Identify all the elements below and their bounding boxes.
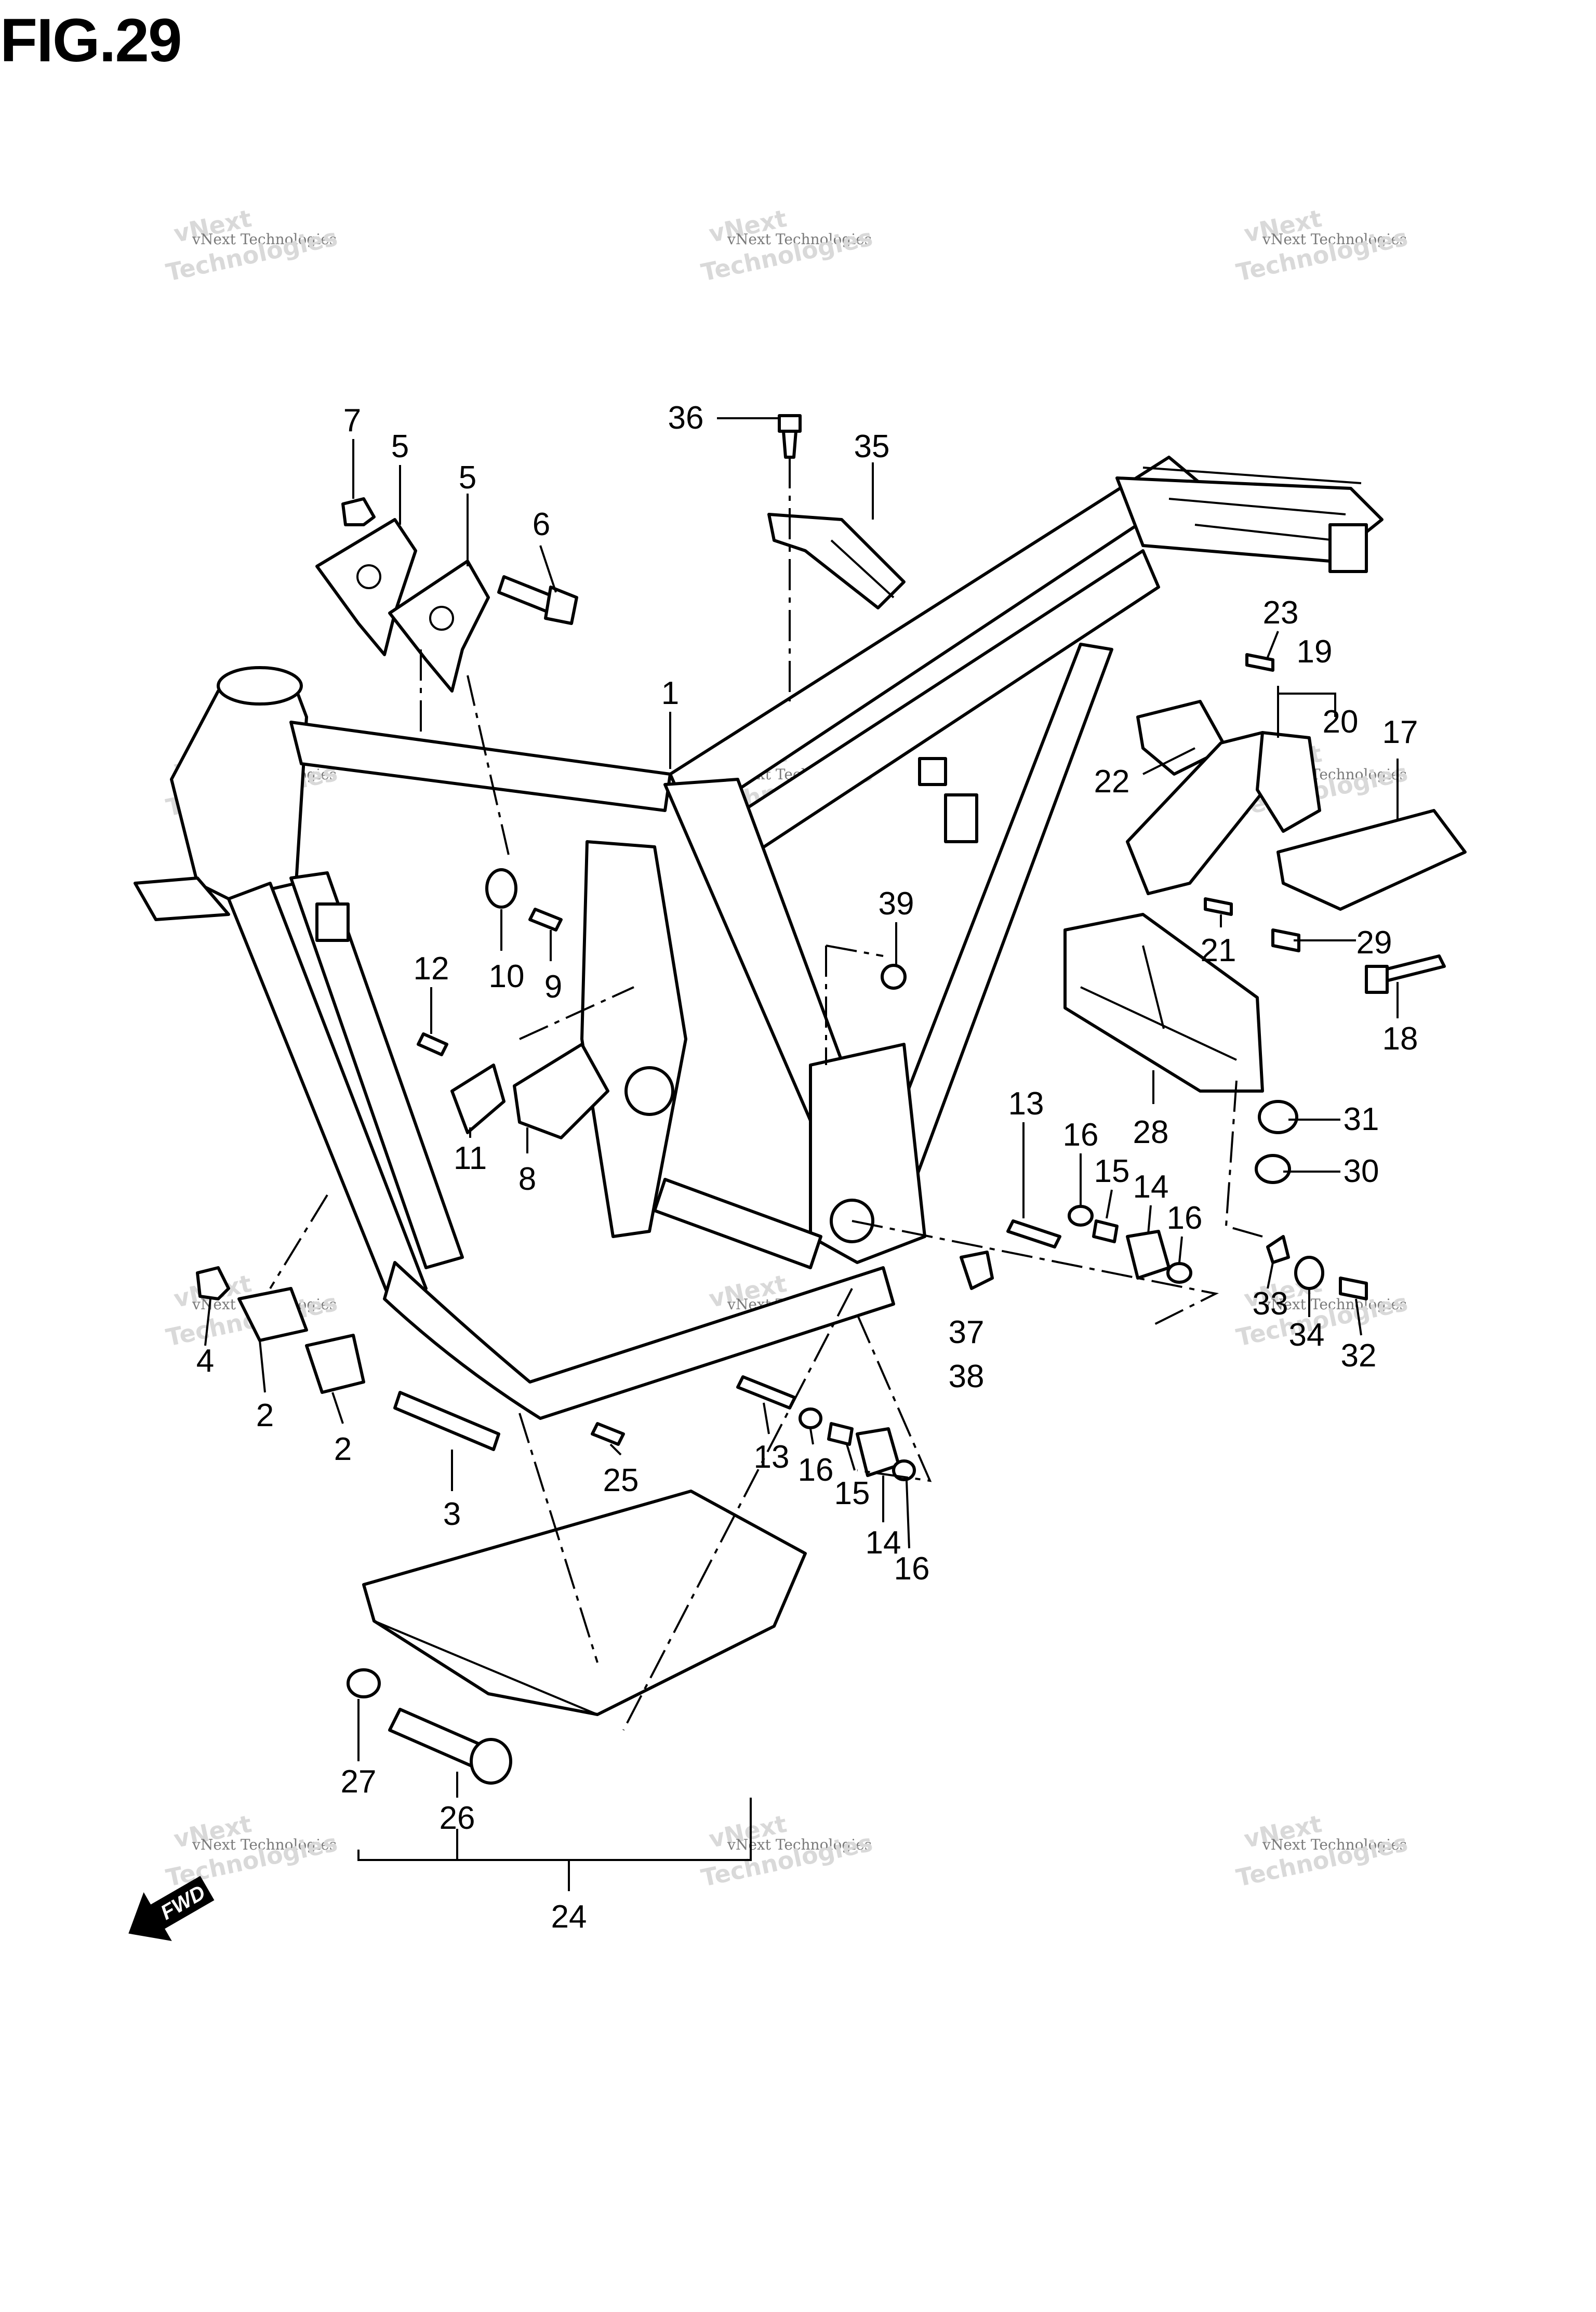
callout-34: 34	[1289, 1317, 1325, 1353]
callout-12: 12	[414, 951, 449, 987]
clamp-11	[450, 1064, 506, 1134]
washer-16a	[1068, 1205, 1094, 1227]
bolt-32	[1339, 1277, 1368, 1300]
grommet-31	[1258, 1100, 1298, 1134]
callout-5a: 5	[391, 429, 409, 464]
callout-19: 19	[1297, 634, 1333, 670]
callout-26: 26	[440, 1800, 475, 1836]
svg-text:vNext Technologies: vNext Technologies	[727, 231, 872, 248]
callout-32: 32	[1341, 1338, 1377, 1374]
parts	[196, 414, 1467, 1785]
bolt-13a	[1006, 1219, 1061, 1248]
nut-4	[196, 1266, 230, 1300]
callout-16c: 16	[798, 1452, 834, 1488]
callout-38: 38	[949, 1359, 985, 1394]
callout-16b: 16	[1167, 1200, 1203, 1236]
bolt-36	[778, 414, 802, 433]
callout-labels: 7 5 5 6 36 35 1 23 19 20 17 22 21 29 18 …	[196, 400, 1418, 1935]
grommet-30	[1255, 1154, 1291, 1184]
plug-37	[960, 1251, 994, 1290]
rear-fender-20	[1256, 731, 1321, 833]
svg-text:vNext Technologies: vNext Technologies	[192, 1836, 337, 1853]
callout-29: 29	[1356, 925, 1392, 961]
collar-10	[485, 868, 517, 909]
bracket-2b	[305, 1334, 365, 1394]
callout-23: 23	[1263, 595, 1299, 631]
callout-21: 21	[1201, 933, 1236, 968]
callout-33: 33	[1253, 1286, 1288, 1322]
callout-15a: 15	[1094, 1153, 1130, 1189]
bolt-23	[1245, 653, 1274, 672]
frame-assembly	[134, 456, 1384, 1420]
bolt-12	[417, 1032, 448, 1056]
callout-5b: 5	[459, 460, 476, 496]
washer-16d	[892, 1459, 916, 1481]
callout-6: 6	[533, 507, 550, 542]
callout-39: 39	[879, 886, 914, 922]
callout-11: 11	[454, 1140, 487, 1176]
callout-20: 20	[1323, 704, 1359, 740]
callout-18: 18	[1382, 1021, 1418, 1057]
callout-22: 22	[1094, 764, 1130, 800]
callout-28: 28	[1133, 1114, 1169, 1150]
callout-7: 7	[343, 403, 361, 439]
flap-17	[1276, 809, 1467, 911]
callout-2b: 2	[334, 1431, 352, 1467]
cap-39	[881, 964, 907, 990]
bolt-21	[1204, 897, 1233, 916]
callout-13b: 13	[754, 1439, 790, 1475]
svg-text:vNext Technologies: vNext Technologies	[1262, 1836, 1407, 1853]
callout-8: 8	[518, 1161, 536, 1197]
bolt-29	[1271, 928, 1300, 952]
callout-25: 25	[603, 1463, 639, 1498]
washer-16c	[799, 1407, 822, 1429]
svg-text:vNext Technologies: vNext Technologies	[1262, 1296, 1407, 1313]
callout-15b: 15	[834, 1476, 870, 1511]
washer-27	[347, 1668, 381, 1698]
collar-15a	[1092, 1219, 1119, 1243]
callout-14a: 14	[1133, 1169, 1169, 1205]
callout-36: 36	[668, 400, 704, 436]
bracket-8	[513, 1043, 609, 1139]
callout-4: 4	[196, 1343, 214, 1379]
bolt-3	[393, 1391, 500, 1451]
part-33	[1266, 1235, 1290, 1264]
figure-title: FIG.29	[0, 6, 182, 75]
callout-24: 24	[551, 1899, 587, 1935]
callout-17: 17	[1382, 714, 1418, 750]
bracket-2a	[237, 1287, 308, 1342]
bolt-13b	[736, 1375, 796, 1410]
leader-lines	[204, 417, 1399, 1891]
bolt-26	[388, 1708, 485, 1768]
stay-35	[767, 513, 906, 609]
callout-16a: 16	[1063, 1117, 1099, 1153]
svg-text:vNext Technologies: vNext Technologies	[1262, 231, 1407, 248]
callout-10: 10	[489, 959, 525, 994]
callout-31: 31	[1344, 1101, 1379, 1137]
callout-16d: 16	[894, 1551, 930, 1587]
bush-14a	[1126, 1230, 1171, 1280]
callout-1: 1	[661, 675, 679, 711]
callout-30: 30	[1344, 1153, 1379, 1189]
battery-box-28	[1063, 913, 1264, 1093]
bracket-22	[1136, 700, 1228, 776]
callout-2a: 2	[256, 1398, 274, 1433]
washer-16b	[1166, 1262, 1192, 1284]
skid-plate-24	[362, 1490, 807, 1716]
collar-15b	[827, 1422, 854, 1446]
nut-7	[341, 497, 376, 526]
callout-13a: 13	[1008, 1086, 1044, 1122]
callout-9: 9	[544, 969, 562, 1005]
part-34	[1294, 1256, 1324, 1290]
bolt-9	[528, 908, 563, 932]
callout-14b: 14	[866, 1525, 901, 1561]
bolt-25	[591, 1422, 625, 1446]
callout-27: 27	[341, 1764, 377, 1800]
callout-35: 35	[854, 429, 890, 464]
callout-37: 37	[949, 1314, 985, 1350]
callout-3: 3	[443, 1496, 461, 1532]
svg-text:vNext Technologies: vNext Technologies	[192, 231, 337, 248]
